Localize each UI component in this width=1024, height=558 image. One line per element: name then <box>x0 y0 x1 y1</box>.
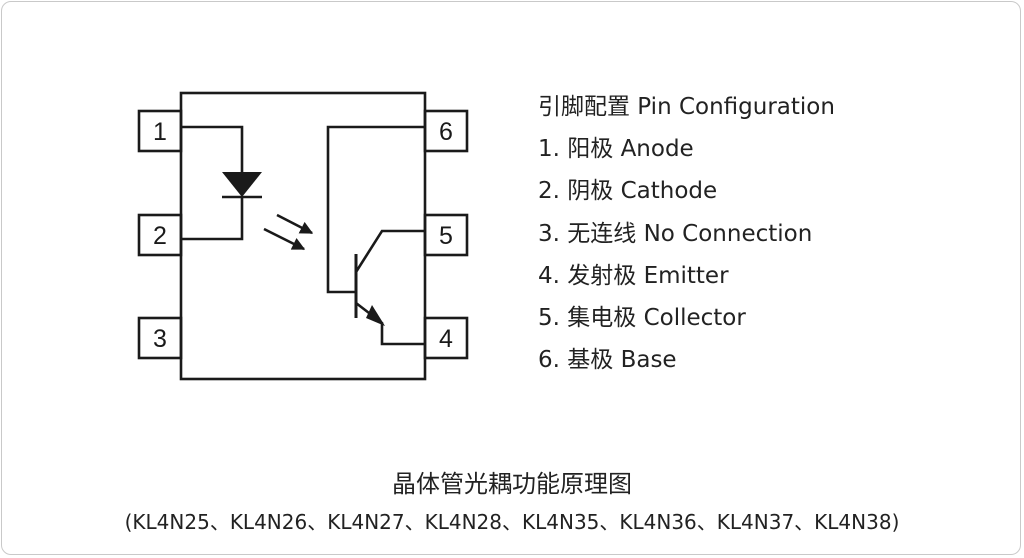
model-list: (KL4N25、KL4N26、KL4N27、KL4N28、KL4N35、KL4N… <box>124 510 900 534</box>
diagram-title: 晶体管光耦功能原理图 <box>392 470 632 498</box>
base-wire <box>326 125 425 294</box>
pin-number-2: 2 <box>153 222 167 250</box>
pin-label-5: 5. 集电极 Collector <box>538 305 746 332</box>
pin-label-4: 4. 发射极 Emitter <box>538 262 729 289</box>
pin-label-2: 2. 阴极 Cathode <box>538 178 718 205</box>
emitter-wire <box>355 301 425 346</box>
ic-package-body <box>179 91 427 381</box>
pin-number-1: 1 <box>153 118 167 146</box>
pin-label-1: 1. 阳极 Anode <box>538 136 694 163</box>
pin-configuration-list: 引脚配置 Pin Configuration 1. 阳极 Anode 2. 阴极… <box>538 86 835 381</box>
pin-table-heading: 引脚配置 Pin Configuration <box>538 94 835 120</box>
emitter-arrow-icon <box>366 305 385 326</box>
led-anode-wire <box>181 125 244 172</box>
pin-box-6 <box>423 109 469 153</box>
pin-box-1 <box>137 109 183 153</box>
pin-box-4 <box>423 316 469 360</box>
pin-label-3: 3. 无连线 No Connection <box>538 220 813 247</box>
pin-box-5 <box>423 213 469 257</box>
pin-number-4: 4 <box>439 325 453 353</box>
pin-box-3 <box>137 316 183 360</box>
pin-number-5: 5 <box>439 222 453 250</box>
pin-number-3: 3 <box>153 325 167 353</box>
light-arrow-bottom <box>263 227 306 251</box>
collector-wire <box>354 229 425 273</box>
pin-number-6: 6 <box>439 118 453 146</box>
pin-label-6: 6. 基极 Base <box>538 347 677 374</box>
pin-box-2 <box>137 213 183 257</box>
photodiode-led-icon <box>222 172 262 197</box>
light-arrow-top <box>276 213 314 235</box>
led-cathode-wire <box>181 197 244 241</box>
